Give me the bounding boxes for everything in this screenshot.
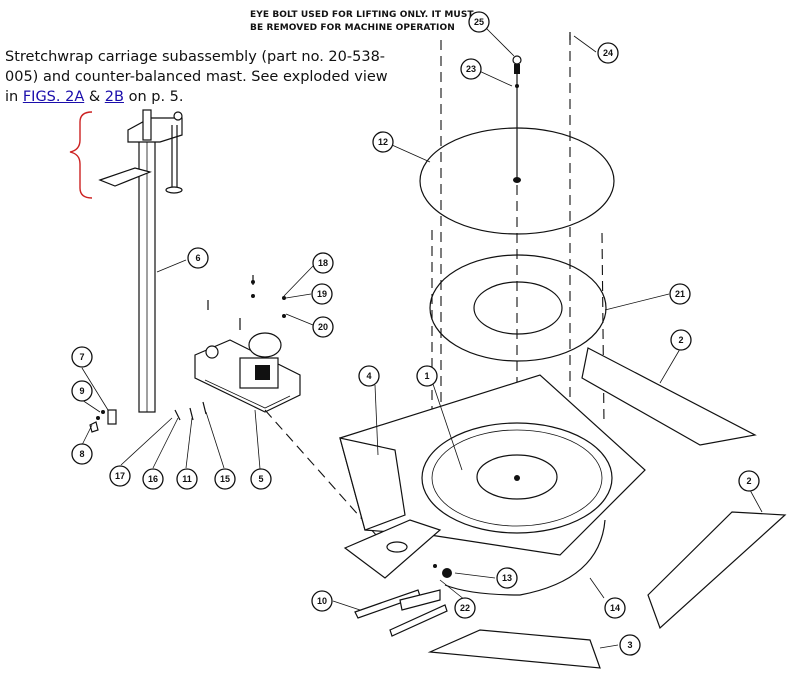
callout-21[interactable]: 21 [669,283,691,305]
fig-2b-link[interactable]: 2B [104,89,124,105]
caption-text-1: Stretchwrap carriage subassembly (part n… [5,49,388,105]
svg-text:17: 17 [115,471,125,481]
callout-17[interactable]: 17 [109,465,131,487]
callout-22[interactable]: 22 [454,597,476,619]
svg-text:5: 5 [258,474,263,484]
small-hardware-left [89,409,117,433]
svg-text:9: 9 [79,386,84,396]
drive-plate-assembly [174,275,301,421]
bottom-plate [427,629,601,669]
callout-3[interactable]: 3 [619,634,641,656]
caption-text-2: & [84,89,105,105]
callout-12[interactable]: 12 [372,131,394,153]
figs-2a-link[interactable]: FIGS. 2A [22,89,85,105]
callout-11[interactable]: 11 [176,468,198,490]
callout-13[interactable]: 13 [496,567,518,589]
callout-19[interactable]: 19 [311,283,333,305]
svg-text:10: 10 [317,596,327,606]
svg-text:3: 3 [627,640,632,650]
svg-text:11: 11 [182,474,192,484]
svg-text:20: 20 [318,322,328,332]
skirt-panel [444,519,606,596]
svg-text:2: 2 [678,335,683,345]
guard-panel-upper [581,347,757,446]
base-housing [339,374,646,579]
callout-25[interactable]: 25 [468,11,490,33]
svg-text:8: 8 [79,449,84,459]
svg-text:4: 4 [366,371,371,381]
callout-15[interactable]: 15 [214,468,236,490]
callout-2-upper[interactable]: 2 [670,329,692,351]
callout-14[interactable]: 14 [604,597,626,619]
eye-bolt [512,32,571,88]
figure-caption: Stretchwrap carriage subassembly (part n… [5,47,395,107]
svg-text:21: 21 [675,289,685,299]
callout-20[interactable]: 20 [312,316,334,338]
svg-text:13: 13 [502,573,512,583]
svg-text:14: 14 [610,603,620,613]
callout-9[interactable]: 9 [71,380,93,402]
svg-text:2: 2 [746,476,751,486]
callout-8[interactable]: 8 [71,443,93,465]
callout-4[interactable]: 4 [358,365,380,387]
callout-23[interactable]: 23 [460,58,482,80]
svg-text:7: 7 [79,352,84,362]
callout-2-lower[interactable]: 2 [738,470,760,492]
subassembly-bracket [69,111,93,199]
mast-assembly [98,109,183,413]
callout-7[interactable]: 7 [71,346,93,368]
svg-text:1: 1 [424,371,429,381]
svg-text:19: 19 [317,289,327,299]
callout-1[interactable]: 1 [416,365,438,387]
svg-text:23: 23 [466,64,476,74]
guard-panel-lower [647,511,787,630]
svg-text:18: 18 [318,258,328,268]
lifting-warning-note: EYE BOLT USED FOR LIFTING ONLY. IT MUST … [250,10,474,33]
callout-18[interactable]: 18 [312,252,334,274]
callout-5[interactable]: 5 [250,468,272,490]
svg-text:22: 22 [460,603,470,613]
svg-text:25: 25 [474,17,484,27]
caption-text-3: on p. 5. [123,89,184,105]
callout-24[interactable]: 24 [597,42,619,64]
callout-10[interactable]: 10 [311,590,333,612]
svg-text:15: 15 [220,474,230,484]
svg-text:16: 16 [148,474,158,484]
svg-text:24: 24 [603,48,613,58]
svg-text:6: 6 [195,253,200,263]
gear-ring [429,254,607,362]
svg-text:12: 12 [378,137,388,147]
callout-6[interactable]: 6 [187,247,209,269]
strip-parts [354,564,452,637]
callout-16[interactable]: 16 [142,468,164,490]
leader-lines [81,21,763,649]
